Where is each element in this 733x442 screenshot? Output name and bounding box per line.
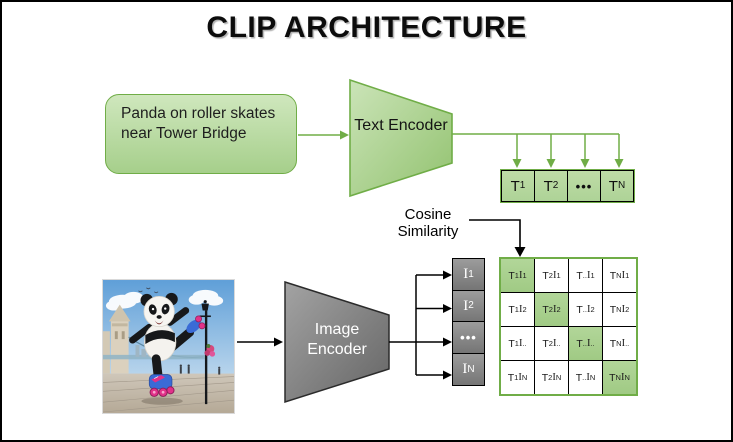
matrix-cell: T..I..	[569, 327, 602, 360]
text-encoder-fanout-arrows	[452, 133, 624, 168]
prompt-text: Panda on roller skates near Tower Bridge	[121, 105, 276, 142]
text-token-ellipsis-cell: •••	[567, 170, 601, 202]
birds	[138, 287, 159, 294]
panda	[129, 292, 206, 397]
image-encoder-fanout-arrows	[389, 270, 452, 380]
clouds	[105, 289, 224, 311]
pedestrians	[179, 364, 221, 375]
page-title: CLIP ARCHITECTURE	[206, 11, 527, 44]
panda-roller-skates-photo	[102, 279, 235, 414]
head	[140, 292, 178, 328]
cosine-similarity-label: Cosine Similarity	[397, 206, 459, 240]
prompt-to-text-encoder-arrow	[298, 130, 349, 140]
text-encoder-shape	[349, 78, 453, 198]
flower-basket	[204, 344, 216, 357]
panda-shadow	[141, 397, 183, 405]
right-arm	[166, 307, 190, 326]
image-to-encoder-arrow	[237, 337, 283, 347]
prompt-box: Panda on roller skates near Tower Bridge	[105, 94, 297, 174]
shoulder-band	[145, 330, 175, 345]
left-arm	[129, 323, 153, 344]
body	[143, 322, 177, 362]
raised-skate	[186, 315, 206, 333]
lamppost	[199, 300, 216, 405]
image-encoder-label: Image Encoder	[307, 321, 367, 358]
standing-leg	[151, 354, 163, 381]
image-embedding-ellipsis-cell: •••	[452, 321, 485, 355]
cosine-similarity-arrow	[469, 219, 526, 257]
standing-skate	[148, 374, 175, 397]
text-encoder-label: Text Encoder	[354, 117, 448, 134]
